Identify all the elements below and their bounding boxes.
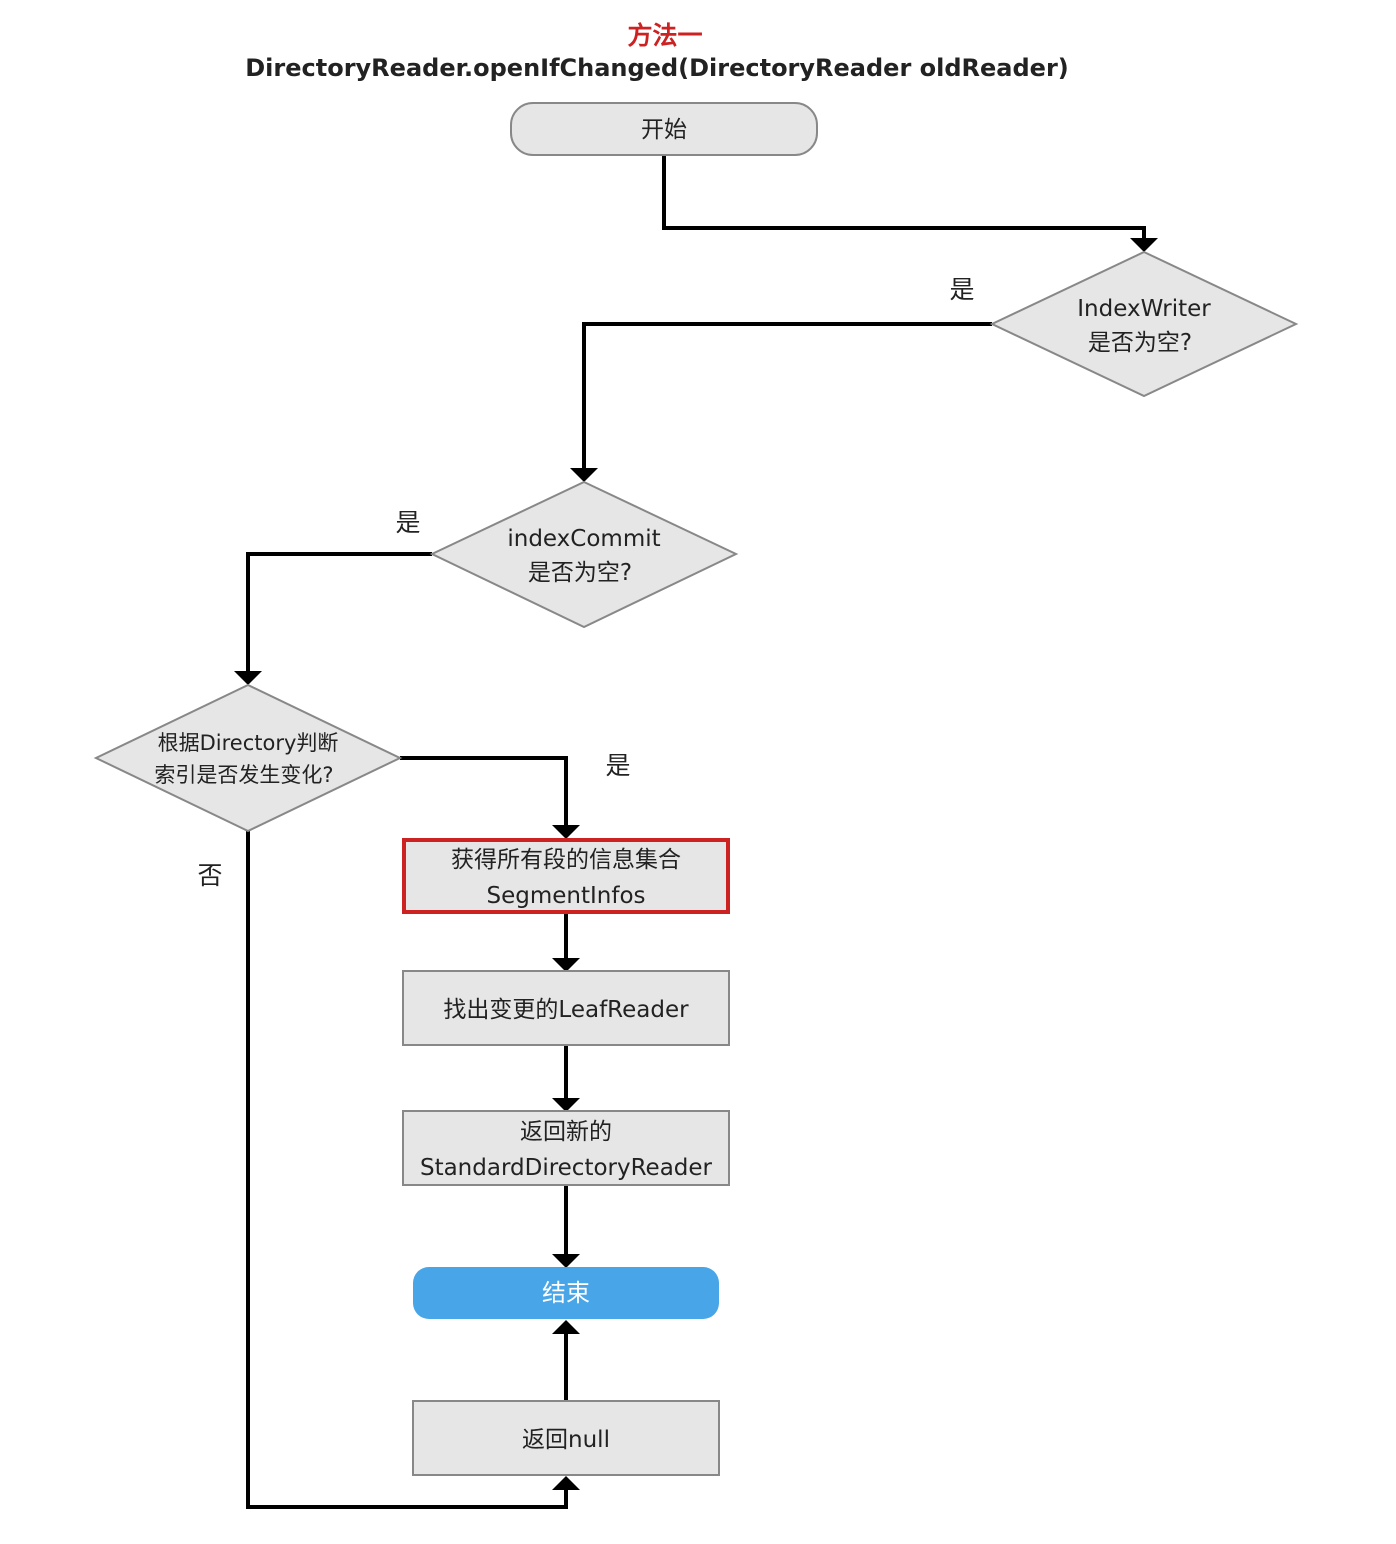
edge-label-dir-no: 否 — [197, 861, 222, 890]
dir-check-line1: 根据Directory判断 — [158, 731, 339, 755]
get-infos-shape — [402, 838, 730, 914]
start-label: 开始 — [641, 117, 687, 143]
return-new-line1: 返回新的 — [520, 1119, 612, 1145]
get-infos-node: 获得所有段的信息集合 SegmentInfos — [402, 838, 730, 914]
edge-label-writer-yes: 是 — [949, 275, 974, 304]
return-null-shape — [412, 1400, 720, 1476]
writer-check-line2: 是否为空? — [1088, 330, 1192, 356]
get-infos-line2: SegmentInfos — [486, 883, 645, 909]
commit-check-shape — [429, 480, 739, 629]
commit-check-line2: 是否为空? — [528, 560, 632, 586]
edge-start-to-writer-check — [662, 156, 1146, 240]
end-shape — [413, 1267, 719, 1319]
writer-check-node: IndexWriter 是否为空? — [989, 250, 1299, 398]
arrow-head — [552, 825, 580, 839]
commit-check-node: indexCommit 是否为空? — [429, 480, 739, 629]
arrow-head — [570, 468, 598, 482]
get-infos-line1: 获得所有段的信息集合 — [451, 847, 681, 873]
end-node: 结束 — [413, 1267, 719, 1319]
edge-writer-yes — [582, 322, 992, 470]
dir-check-line2: 索引是否发生变化? — [154, 763, 333, 787]
arrow-head — [1130, 238, 1158, 252]
edge-label-dir-yes: 是 — [605, 751, 630, 780]
return-null-label: 返回null — [522, 1427, 610, 1453]
writer-check-shape — [989, 250, 1299, 398]
arrow-head — [552, 958, 580, 972]
edges — [234, 156, 1158, 1509]
find-changed-shape — [402, 970, 730, 1046]
arrow-head — [234, 671, 262, 685]
start-shape — [510, 102, 818, 156]
find-changed-node: 找出变更的LeafReader — [402, 970, 730, 1046]
end-label: 结束 — [542, 1279, 590, 1307]
diagram-heading: 方法一 — [627, 21, 702, 50]
diagram-subheading: DirectoryReader.openIfChanged(DirectoryR… — [245, 54, 1069, 82]
return-null-node: 返回null — [412, 1400, 720, 1476]
return-new-line2: StandardDirectoryReader — [420, 1155, 713, 1181]
arrow-head — [552, 1320, 580, 1334]
dir-check-node: 根据Directory判断 索引是否发生变化? — [93, 683, 403, 833]
edge-dir-no — [246, 831, 568, 1509]
commit-check-line1: indexCommit — [507, 526, 660, 552]
find-changed-label: 找出变更的LeafReader — [443, 997, 689, 1023]
start-node: 开始 — [510, 102, 818, 156]
arrow-head — [552, 1476, 580, 1490]
writer-check-line1: IndexWriter — [1077, 296, 1211, 322]
return-new-shape — [402, 1110, 730, 1186]
edge-label-commit-yes: 是 — [395, 508, 420, 537]
return-new-node: 返回新的 StandardDirectoryReader — [402, 1110, 730, 1186]
dir-check-shape — [93, 683, 403, 833]
arrow-head — [552, 1098, 580, 1112]
edge-commit-yes — [246, 552, 432, 673]
arrow-head — [552, 1254, 580, 1268]
edge-dir-yes — [400, 756, 568, 827]
